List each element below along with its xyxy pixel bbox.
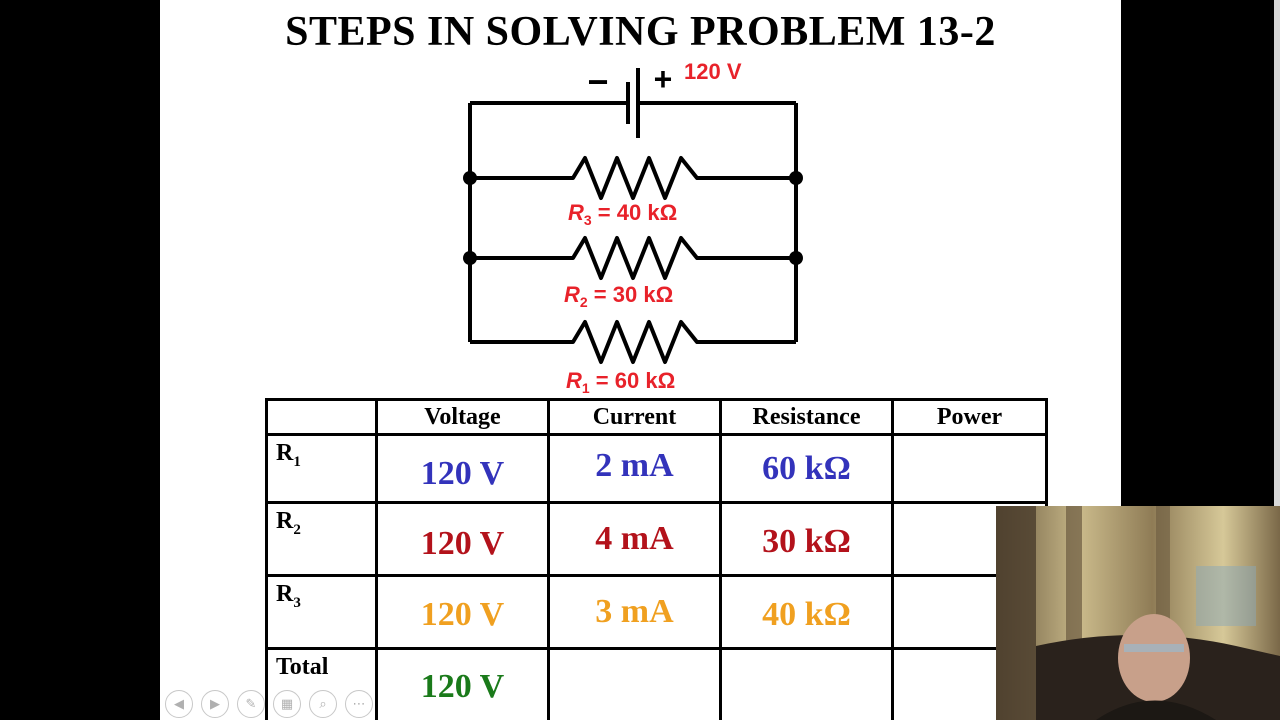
more-icon[interactable]: ⋯	[345, 690, 373, 718]
battery-plus: +	[654, 61, 673, 97]
resistor-r1	[470, 320, 796, 364]
cell-r3-resistance: 40 kΩ	[719, 574, 894, 650]
header-resistance: Resistance	[719, 398, 894, 436]
cell-r1-current: 2 mA	[547, 433, 722, 504]
battery-minus: −	[587, 61, 608, 102]
cell-r1-voltage: 120 V	[375, 433, 550, 504]
cell-r2-resistance: 30 kΩ	[719, 501, 894, 577]
row-label-r2: R2	[265, 501, 378, 577]
cell-r1-power	[891, 433, 1048, 504]
row-label-r1: R1	[265, 433, 378, 504]
header-voltage: Voltage	[375, 398, 550, 436]
junction-dot	[789, 171, 803, 185]
row-label-r3: R3	[265, 574, 378, 650]
slideshow-toolbar: ◀ ▶ ✎ ▦ ⌕ ⋯	[165, 690, 373, 718]
resistor-r3	[470, 156, 796, 200]
table-row: R1 120 V 2 mA 60 kΩ	[265, 433, 1048, 504]
webcam-video	[996, 506, 1280, 720]
table-header-row: Voltage Current Resistance Power	[265, 398, 1048, 436]
prev-icon[interactable]: ◀	[165, 690, 193, 718]
r1-label: R1 = 60 kΩ	[566, 368, 675, 396]
webcam-overlay	[996, 506, 1280, 720]
header-blank	[265, 398, 378, 436]
cell-total-voltage: 120 V	[375, 647, 550, 720]
r3-label: R3 = 40 kΩ	[568, 200, 677, 228]
table-row: R2 120 V 4 mA 30 kΩ	[265, 501, 1048, 577]
results-table: Voltage Current Resistance Power R1 120 …	[265, 398, 1048, 720]
table-row: Total 120 V	[265, 647, 1048, 720]
slides-icon[interactable]: ▦	[273, 690, 301, 718]
scrollbar[interactable]	[1274, 0, 1280, 720]
header-power: Power	[891, 398, 1048, 436]
next-icon[interactable]: ▶	[201, 690, 229, 718]
slide-title: STEPS IN SOLVING PROBLEM 13-2	[285, 9, 996, 55]
junction-dot	[789, 251, 803, 265]
resistor-r2	[470, 236, 796, 280]
header-current: Current	[547, 398, 722, 436]
cell-total-current	[547, 647, 722, 720]
table-row: R3 120 V 3 mA 40 kΩ	[265, 574, 1048, 650]
cell-r1-resistance: 60 kΩ	[719, 433, 894, 504]
battery-voltage-label: 120 V	[684, 59, 742, 84]
cell-r2-voltage: 120 V	[375, 501, 550, 577]
cell-r2-current: 4 mA	[547, 501, 722, 577]
junction-dot	[463, 171, 477, 185]
cell-r3-voltage: 120 V	[375, 574, 550, 650]
pen-icon[interactable]: ✎	[237, 690, 265, 718]
battery	[626, 68, 640, 138]
junction-dot	[463, 251, 477, 265]
slide: STEPS IN SOLVING PROBLEM 13-2	[160, 0, 1121, 720]
cell-total-resistance	[719, 647, 894, 720]
zoom-icon[interactable]: ⌕	[309, 690, 337, 718]
circuit-diagram: − + 120 V R3 = 40 kΩ R2 = 30 kΩ R1 = 60 …	[463, 59, 803, 396]
r2-label: R2 = 30 kΩ	[564, 282, 673, 310]
cell-r3-current: 3 mA	[547, 574, 722, 650]
